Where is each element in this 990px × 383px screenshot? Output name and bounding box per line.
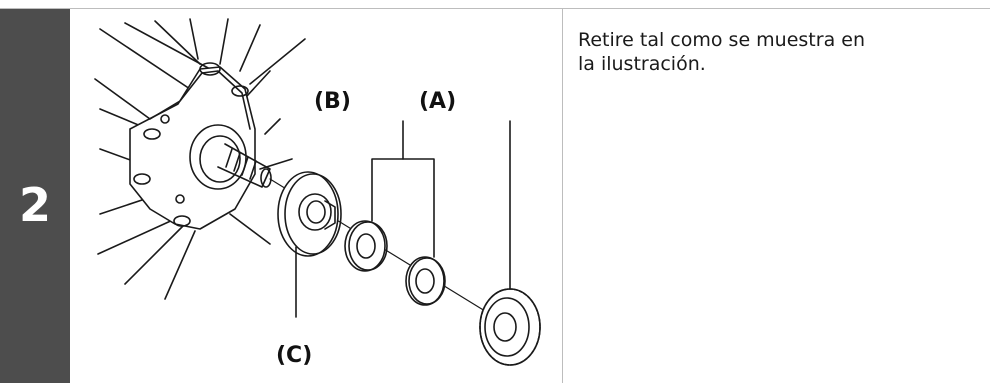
hub-disassembly-illustration: (B) (A) (C) xyxy=(70,9,563,383)
wheel-spokes xyxy=(94,18,306,300)
instruction-line-1: Retire tal como se muestra en xyxy=(578,29,865,51)
part-b-washers xyxy=(344,120,446,306)
part-a-locknut xyxy=(479,120,541,366)
step-number: 2 xyxy=(18,178,51,232)
step-row: 2 xyxy=(0,8,990,383)
label-b: (B) xyxy=(314,89,351,114)
instruction-text: Retire tal como se muestra en la ilustra… xyxy=(578,28,938,76)
hub-axle xyxy=(189,124,499,320)
instruction-line-2: la ilustración. xyxy=(578,53,706,75)
label-a: (A) xyxy=(419,89,457,114)
step-number-bar: 2 xyxy=(0,9,70,383)
label-c: (C) xyxy=(276,343,313,368)
part-c-cone xyxy=(277,171,342,318)
